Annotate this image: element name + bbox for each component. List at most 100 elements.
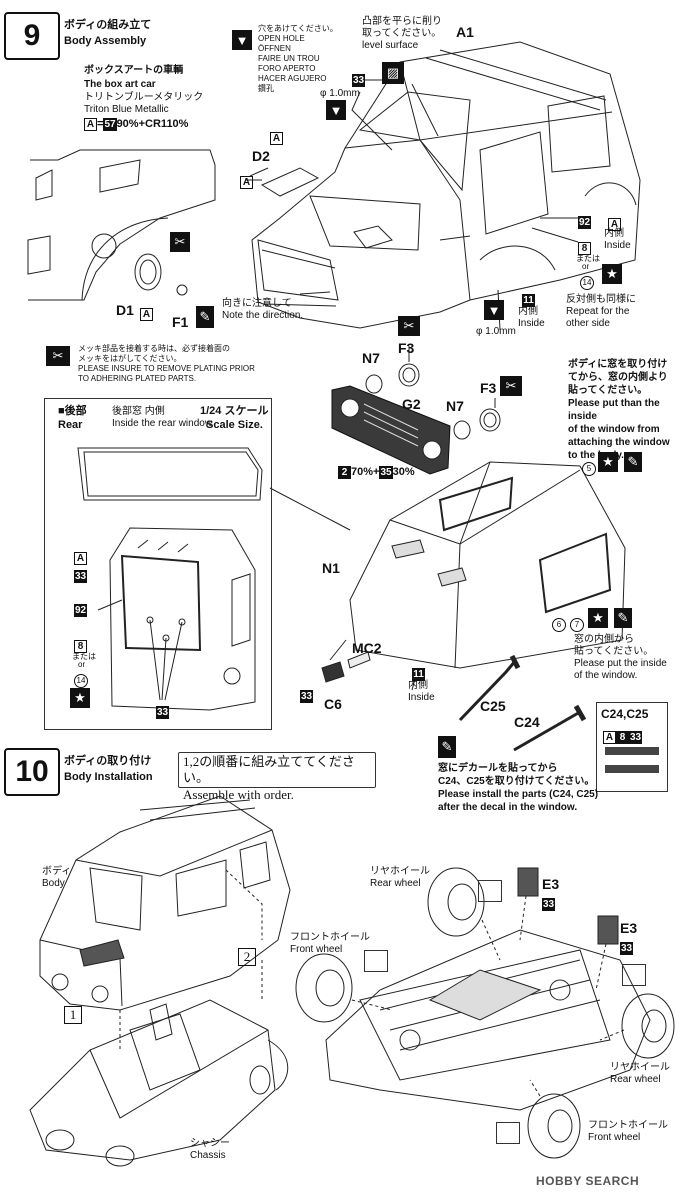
inside-mid-note: 内側 Inside: [408, 680, 435, 704]
rear-detail-frame: [44, 398, 272, 730]
code-92-label: 92: [578, 216, 592, 229]
code-33-rear-bottom-label: 33: [156, 706, 170, 719]
mix-equals: =: [97, 118, 104, 130]
level-surface-note: 凸部を平らに削り 取ってください。 level surface: [362, 16, 442, 52]
glue-icon-2: ✎: [624, 452, 642, 472]
code-33-e3-label: 33: [542, 898, 556, 911]
code-8-rear: 8: [74, 636, 87, 654]
open-hole-jp: 穴をあけてください。: [258, 24, 338, 33]
part-a1: A1: [456, 24, 474, 40]
window-body-jp1: ボディに窓を取り付け: [568, 359, 668, 370]
code-a-d2: A: [270, 128, 283, 146]
step-9-number: 9: [4, 12, 60, 60]
paint-code-cr1: CR1: [145, 118, 167, 130]
code-33-c6: 33: [300, 686, 314, 704]
chassis-label-jp: シャシー: [190, 1138, 230, 1149]
c24-code-a: A: [603, 731, 616, 744]
code-92-right: 92: [578, 212, 592, 230]
code-33-c6-label: 33: [300, 690, 314, 703]
rear-wheel-label-top: リヤホイール Rear wheel: [370, 866, 430, 890]
decal-note-en1: Please install the parts (C24, C25): [438, 789, 599, 800]
phi-bottom: φ 1.0mm: [476, 326, 516, 337]
part-f1: F1: [172, 314, 189, 330]
grille-a-pct: 70%: [351, 466, 374, 478]
repeat-en2: other side: [566, 318, 610, 329]
rear-wheel-bottom-jp: リヤホイール: [610, 1062, 670, 1073]
code-8-label: 8: [578, 242, 591, 255]
level-surface-en: level surface: [362, 40, 419, 51]
drill-icon-top: ▼: [326, 100, 346, 120]
decal-note-en2: after the decal in the window.: [438, 802, 578, 813]
code-33-label: 33: [352, 74, 366, 87]
code-33-e3b-label: 33: [620, 942, 634, 955]
phi-top: φ 1.0mm: [320, 88, 360, 99]
file-surface-icon: ▨: [382, 62, 404, 84]
boxart-color-en: Triton Blue Metallic: [84, 104, 169, 115]
part-n7-b: N7: [446, 398, 464, 414]
front-wheel-bottom-en: Front wheel: [588, 1132, 641, 1143]
order-marker-2: 2: [238, 948, 256, 966]
code-8-right: 8: [578, 238, 591, 256]
inside-door-jp: 内側: [518, 306, 538, 317]
window-inside-en1: Please put the inside: [574, 658, 667, 669]
code-7-label: 7: [570, 618, 584, 632]
boxart-info: ボックスアートの車輌 The box art car トリトンブルーメタリック …: [84, 64, 218, 138]
boxart-paint-mix: A=5790%+CR110%: [84, 118, 218, 131]
mix-plus: +: [138, 118, 146, 130]
code-6-label: 6: [552, 618, 566, 632]
code-33-top: 33: [352, 70, 366, 88]
open-hole-line-3: FORO APERTO: [258, 64, 316, 73]
part-e3-b: E3: [620, 920, 638, 936]
part-d2: D2: [252, 148, 270, 164]
c25-strip: [605, 765, 659, 773]
code-33-rear-label: 33: [74, 570, 88, 583]
no-glue-icon-4: [496, 1122, 520, 1144]
window-inside-jp2: 貼ってください。: [574, 646, 654, 657]
level-surface-jp1: 凸部を平らに削り: [362, 16, 442, 27]
plating-icon-f3: ✂: [398, 316, 420, 336]
inside-mid-en: Inside: [408, 692, 435, 703]
repeat-jp: 反対側も同様に: [566, 294, 636, 305]
front-wheel-bottom-jp: フロントホイール: [588, 1120, 668, 1131]
or-rear-jp: または: [72, 652, 96, 661]
chrome-strip-icon: ✂: [170, 232, 190, 252]
code-11-mid: 11: [412, 664, 425, 682]
mix-b-pct: 10%: [166, 118, 189, 130]
direction-jp: 向きに注意して: [222, 298, 292, 309]
window-body-en3: attaching the window: [568, 437, 670, 448]
decal-star-icon-rear: ★: [70, 688, 90, 708]
inside-door-note: 内側 Inside: [518, 306, 545, 330]
front-wheel-top-jp: フロントホイール: [290, 932, 370, 943]
open-hole-note: 穴をあけてください。 OPEN HOLE ÖFFNEN FAIRE UN TRO…: [258, 24, 338, 94]
window-body-en4: to the body.: [568, 450, 624, 461]
front-wheel-label-bottom: フロントホイール Front wheel: [588, 1120, 668, 1144]
open-hole-line-2: FAIRE UN TROU: [258, 54, 320, 63]
open-hole-line-0: OPEN HOLE: [258, 34, 305, 43]
code-6: 6: [552, 614, 566, 632]
inside-mid-jp: 内側: [408, 680, 428, 691]
glue-icon: ✎: [196, 306, 214, 328]
part-c25: C25: [480, 698, 506, 714]
code-a-d1: A: [140, 304, 153, 322]
part-f3-b: F3: [480, 380, 497, 396]
open-hole-line-1: ÖFFNEN: [258, 44, 291, 53]
body-label-jp: ボディ: [42, 866, 72, 877]
plating-icon: ✂: [46, 346, 70, 366]
plating-icon-f3b: ✂: [500, 376, 522, 396]
plating-en2: TO ADHERING PLATED PARTS.: [78, 374, 197, 383]
plating-jp2: メッキをはがしてください。: [78, 354, 182, 363]
paint-code-35: 35: [379, 466, 393, 479]
hobby-search-watermark: HOBBY SEARCH: [536, 1174, 640, 1188]
or-right-en: or: [582, 262, 590, 271]
step-10-title-en: Body Installation: [64, 771, 153, 783]
front-wheel-label-top: フロントホイール Front wheel: [290, 932, 370, 956]
plating-jp1: メッキ部品を接着する時は、必ず接着面の: [78, 344, 230, 353]
code-11-label: 11: [522, 294, 535, 307]
scale-en: Scale Size.: [206, 419, 263, 431]
decal-star-icon-2: ★: [598, 452, 618, 472]
code-a-rear: A: [74, 548, 87, 566]
body-label-en: Body: [42, 878, 65, 889]
